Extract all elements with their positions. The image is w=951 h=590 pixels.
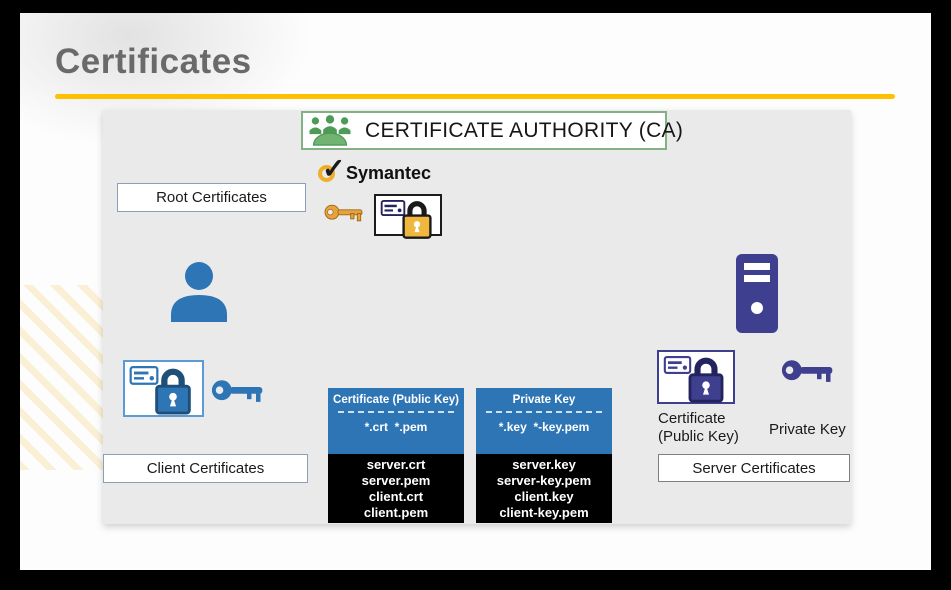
certificate-table-title: Certificate (Public Key) [333, 394, 459, 406]
file-name: server.crt [366, 457, 426, 472]
title-underline [55, 94, 895, 99]
server-tower-icon [736, 254, 778, 333]
checkmark-icon: ✓ [322, 153, 346, 184]
private-key-file-patterns: *.key *-key.pem [498, 420, 590, 434]
server-private-key-caption: Private Key [769, 421, 846, 438]
file-name: client.key [514, 489, 574, 504]
server-certificates-label: Server Certificates [658, 454, 850, 482]
certificate-authority-label: CERTIFICATE AUTHORITY (CA) [365, 118, 684, 142]
person-icon [171, 262, 227, 322]
dashed-divider [337, 411, 455, 413]
dashed-divider [485, 411, 603, 413]
private-key-file-list: server.key server-key.pem client.key cli… [476, 454, 612, 523]
root-certificates-label: Root Certificates [117, 183, 306, 212]
purple-key-icon [781, 360, 833, 382]
file-name: client.crt [368, 489, 424, 504]
group-people-icon [307, 115, 353, 146]
symantec-label: Symantec [346, 163, 432, 183]
certificate-file-list: server.crt server.pem client.crt client.… [328, 454, 464, 523]
checkmark-circle-icon [318, 165, 335, 182]
client-certificates-label: Client Certificates [103, 454, 308, 483]
client-certificate-lock-icon [123, 360, 204, 417]
private-key-file-table: Private Key *.key *-key.pem server.key s… [476, 388, 612, 523]
gold-key-icon [324, 204, 363, 222]
root-certificate-lock-icon [374, 194, 442, 239]
server-certificate-caption-line1: Certificate [658, 410, 726, 427]
private-key-table-title: Private Key [512, 394, 576, 406]
file-name: server.key [512, 457, 576, 472]
file-name: client-key.pem [499, 505, 589, 520]
file-name: server-key.pem [496, 473, 592, 488]
file-name: client.pem [363, 505, 429, 520]
root-certificates-text: Root Certificates [156, 189, 267, 206]
certificate-file-table: Certificate (Public Key) *.crt *.pem ser… [328, 388, 464, 523]
file-name: server.pem [361, 473, 431, 488]
server-certificate-caption: Certificate (Public Key) [658, 410, 739, 446]
server-certificates-text: Server Certificates [692, 459, 816, 477]
server-certificate-lock-icon [657, 350, 735, 404]
server-certificate-caption-line2: (Public Key) [658, 428, 739, 445]
certificate-file-patterns: *.crt *.pem [364, 420, 428, 434]
client-certificates-text: Client Certificates [146, 460, 265, 477]
certificate-table-header: Certificate (Public Key) *.crt *.pem [328, 388, 464, 454]
certificate-authority-box: CERTIFICATE AUTHORITY (CA) [301, 111, 683, 150]
page-title: Certificates [55, 42, 252, 81]
private-key-table-header: Private Key *.key *-key.pem [476, 388, 612, 454]
blue-key-icon [211, 380, 263, 402]
